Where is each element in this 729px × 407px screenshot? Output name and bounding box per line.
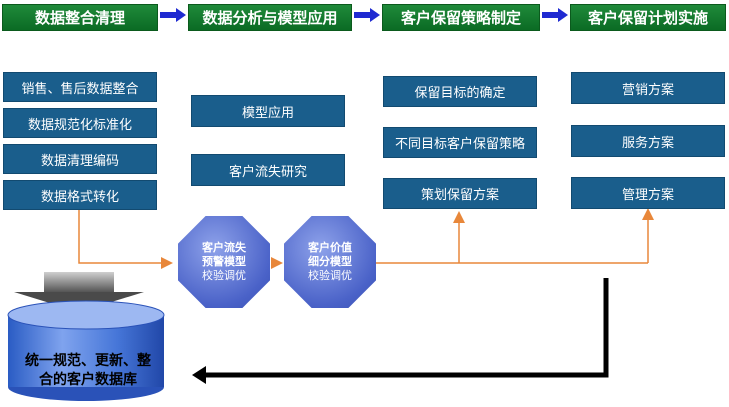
model-note: 校验调优: [202, 269, 246, 282]
model-title: 预警模型: [202, 255, 246, 268]
integration-step: 数据格式转化: [3, 180, 157, 210]
stage-header-implementation: 客户保留计划实施: [570, 4, 726, 31]
analysis-step: 客户流失研究: [191, 154, 345, 186]
model-title: 客户流失: [202, 241, 246, 254]
customer-value-model: 客户价值 细分模型 校验调优: [284, 216, 376, 308]
down-arrow-to-database: [14, 272, 144, 312]
model-note: 校验调优: [308, 269, 352, 282]
strategy-step: 不同目标客户保留策略: [383, 127, 537, 158]
model-title: 客户价值: [308, 241, 352, 254]
stage-header-analysis: 数据分析与模型应用: [188, 4, 352, 31]
model-title: 细分模型: [308, 255, 352, 268]
return-line: [206, 278, 609, 378]
stage-header-integration: 数据整合清理: [2, 4, 158, 31]
churn-warning-model: 客户流失 预警模型 校验调优: [178, 216, 270, 308]
database-label-line: 统一规范、更新、整: [25, 353, 151, 369]
stage-header-strategy: 客户保留策略制定: [382, 4, 540, 31]
integration-step: 数据规范化标准化: [3, 108, 157, 138]
implementation-step: 服务方案: [571, 125, 725, 157]
strategy-step: 保留目标的确定: [383, 76, 537, 107]
analysis-step: 模型应用: [191, 95, 345, 127]
stage-arrow-3: [542, 8, 568, 22]
integration-step: 数据清理编码: [3, 144, 157, 174]
stage-arrow-1: [160, 8, 186, 22]
implementation-step: 营销方案: [571, 72, 725, 104]
stage-arrow-2: [354, 8, 380, 22]
strategy-step: 策划保留方案: [383, 178, 537, 209]
integration-step: 销售、售后数据整合: [3, 72, 157, 102]
database-label-line: 合的客户数据库: [39, 372, 137, 388]
return-arrow-head: [192, 366, 206, 384]
implementation-step: 管理方案: [571, 177, 725, 209]
flow-line-left: [78, 210, 173, 269]
database-label: 统一规范、更新、整 合的客户数据库: [18, 352, 158, 390]
